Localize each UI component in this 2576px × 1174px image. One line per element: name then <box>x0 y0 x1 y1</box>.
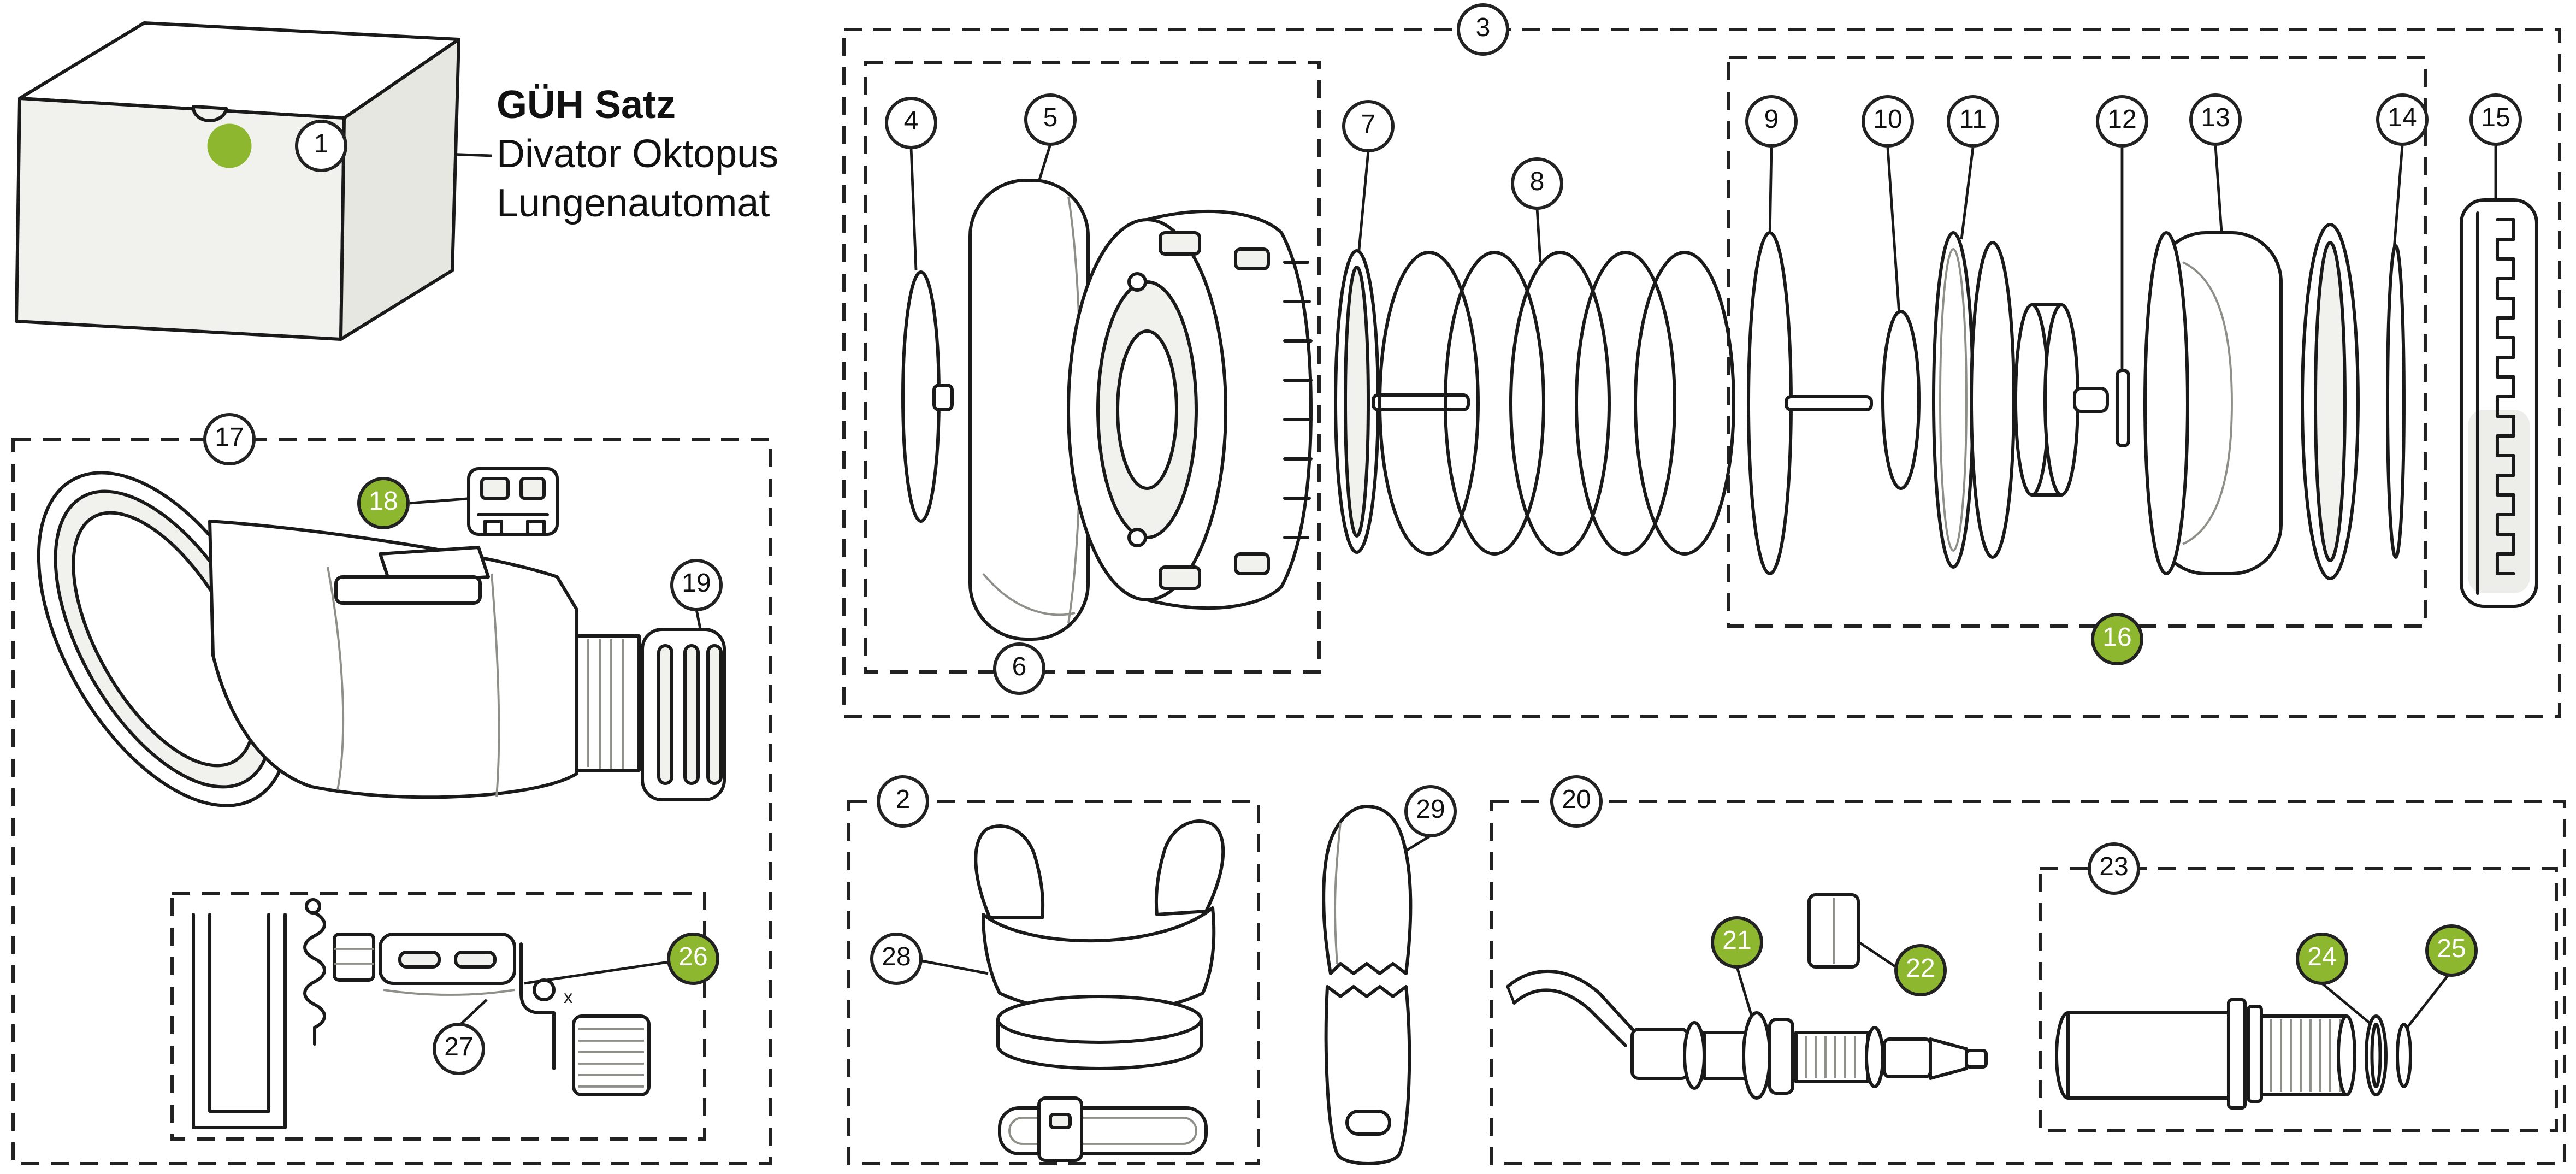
title-line-2: Divator Oktopus <box>497 133 779 177</box>
callout-23: 23 <box>2088 842 2140 895</box>
part-11-ribbed-discs <box>1931 231 2109 569</box>
mouthpiece-art <box>974 819 1225 1162</box>
part-27-bar <box>379 932 517 985</box>
callout-26: 26 <box>667 933 719 985</box>
callout-3: 3 <box>1457 3 1509 56</box>
part-18-clip <box>467 467 559 536</box>
part-24-oring <box>2364 1014 2388 1096</box>
title-line-3: Lungenautomat <box>497 182 770 226</box>
part-25-oring <box>2395 1022 2412 1088</box>
part-29-strap <box>1322 804 1413 1165</box>
callout-13: 13 <box>2189 93 2242 146</box>
callout-24: 24 <box>2296 933 2348 985</box>
callout-1: 1 <box>295 120 347 172</box>
dashed-box-group-26 <box>170 891 707 1141</box>
part-8-spring <box>1371 250 1735 556</box>
lever-x-mark: x <box>564 987 573 1007</box>
dashed-box-group-17 <box>11 437 772 1165</box>
part-4-cover-plate <box>901 270 954 523</box>
callout-19: 19 <box>670 559 723 611</box>
part-6-housing <box>1067 209 1313 610</box>
callout-28: 28 <box>870 933 923 985</box>
callout-10: 10 <box>1862 95 1914 148</box>
part-10-small-disc <box>1881 309 1921 490</box>
callout-21: 21 <box>1711 916 1763 969</box>
dashed-box-group-20 <box>1489 799 2566 1165</box>
green-dot <box>207 123 252 168</box>
callout-18: 18 <box>357 477 410 529</box>
product-title: GÜH Satz Divator Oktopus Lungenautomat <box>497 82 778 229</box>
part-15-ribbed-cap <box>2459 198 2538 608</box>
dashed-box-group-23 <box>2038 866 2558 1132</box>
callout-6: 6 <box>993 642 1045 695</box>
callout-14: 14 <box>2376 93 2429 146</box>
part-13-cup <box>2143 231 2283 575</box>
dashed-box-group-3 <box>842 27 2561 718</box>
callout-27: 27 <box>433 1023 485 1075</box>
exploded-view-art <box>901 178 2538 641</box>
callout-22: 22 <box>1894 944 1947 996</box>
part-7-diaphragm <box>1333 249 1380 554</box>
callout-4: 4 <box>885 97 937 149</box>
clamp-tie <box>998 1096 1208 1162</box>
callout-11: 11 <box>1947 95 1999 148</box>
small-parts-art: x <box>192 898 651 1129</box>
dashed-box-group-2 <box>847 799 1261 1165</box>
callout-16: 16 <box>2091 613 2143 665</box>
part-9-disc-stem <box>1746 231 1873 575</box>
callout-9: 9 <box>1745 95 1798 148</box>
callout-15: 15 <box>2469 93 2522 146</box>
callout-2: 2 <box>877 775 929 828</box>
title-line-1: GÜH Satz <box>497 84 676 128</box>
callout-29: 29 <box>1404 785 1457 837</box>
callout-20: 20 <box>1550 775 1603 828</box>
callout-5: 5 <box>1024 93 1077 146</box>
part-22-cap <box>1807 893 1860 969</box>
part-19-ribbed-nut <box>641 627 726 801</box>
callout-7: 7 <box>1342 100 1395 152</box>
callout-8: 8 <box>1511 157 1563 210</box>
regulator-body-art: x <box>37 467 726 1129</box>
callout-17: 17 <box>203 413 256 465</box>
part-12-pin <box>2115 368 2130 447</box>
callout-25: 25 <box>2425 924 2478 977</box>
part-23-tube-assembly <box>2054 998 2412 1110</box>
product-box-art <box>15 21 461 341</box>
callout-12: 12 <box>2096 95 2148 148</box>
part-21-valve-assembly <box>1505 893 1988 1100</box>
part-14-rings <box>2300 222 2406 580</box>
